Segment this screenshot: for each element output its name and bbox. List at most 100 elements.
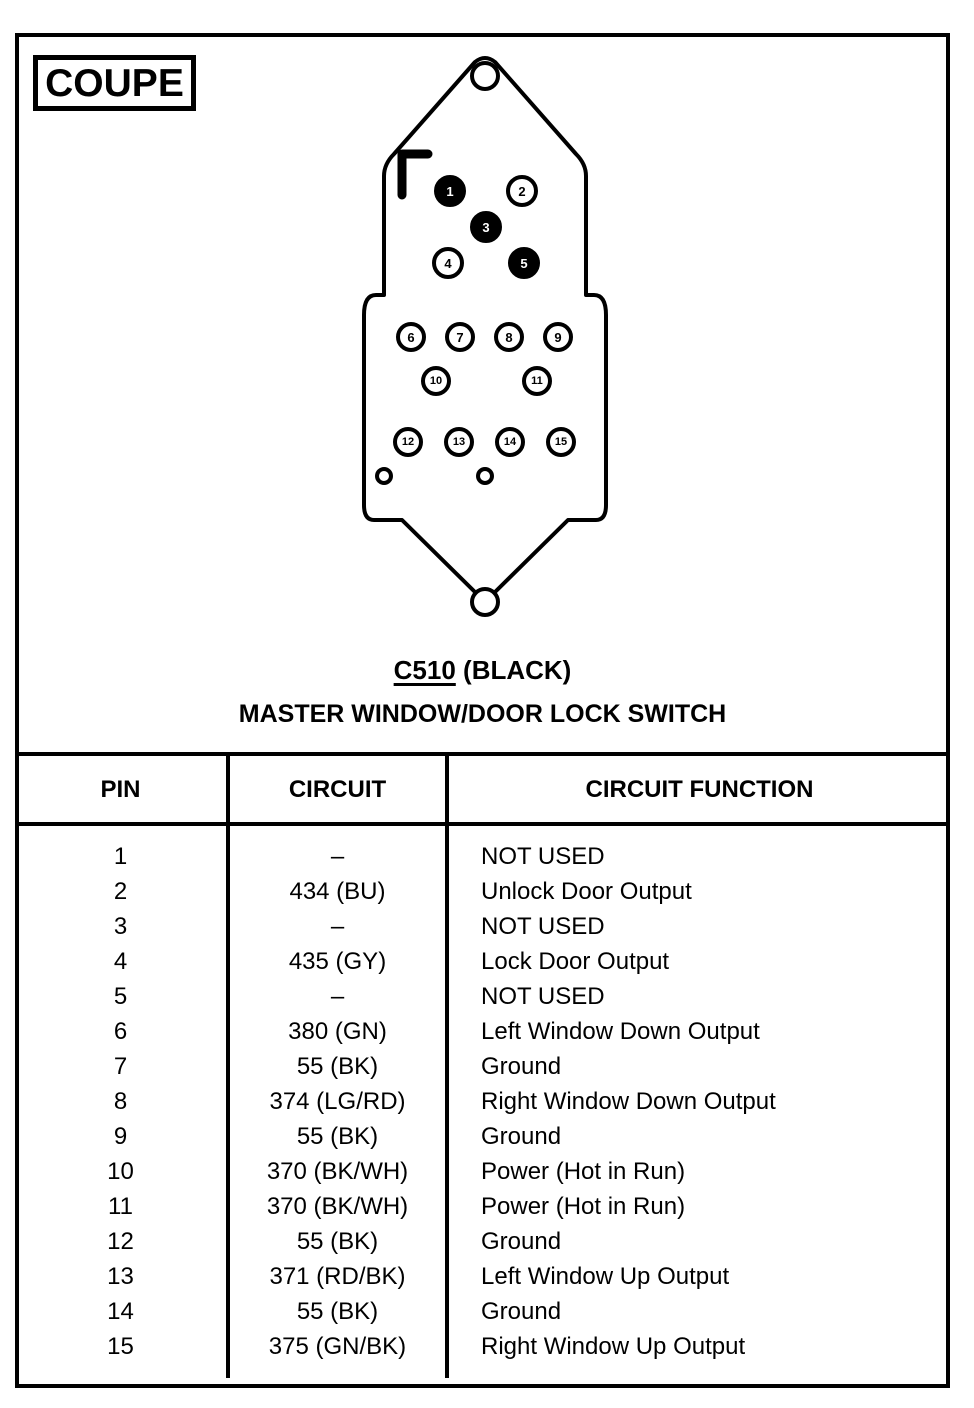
cell-circuit: – (228, 909, 449, 944)
connector-name: MASTER WINDOW/DOOR LOCK SWITCH (238, 700, 727, 728)
pin-number-14: 14 (503, 435, 517, 448)
top-mounting-hole (470, 61, 500, 91)
cell-pin: 14 (15, 1294, 230, 1329)
pin-number-7: 7 (456, 329, 464, 345)
connector-pin-7: 7 (445, 322, 475, 352)
cell-circuit-function: Right Window Down Output (481, 1088, 776, 1115)
connector-outline-svg (362, 56, 608, 617)
table-row: 1– NOT USED (15, 824, 950, 874)
cell-pin: 4 (15, 944, 230, 979)
connector-color: (BLACK) (463, 655, 572, 685)
orientation-key-marker (397, 149, 433, 200)
cell-circuit-function: Ground (481, 1298, 562, 1325)
connector-pin-1: 1 (434, 175, 466, 207)
table-header-row: PIN CIRCUIT CIRCUIT FUNCTION (15, 752, 950, 826)
connector-pin-14: 14 (495, 427, 525, 457)
cell-pin: 9 (15, 1119, 230, 1154)
page-border (15, 33, 950, 1388)
cell-circuit-function: NOT USED (481, 843, 605, 870)
connector-pin-13: 13 (444, 427, 474, 457)
pin-number-15: 15 (554, 435, 568, 448)
cell-pin: 10 (15, 1154, 230, 1189)
pin-number-13: 13 (452, 435, 466, 448)
figure-caption: C510 (BLACK) MASTER WINDOW/DOOR LOCK SWI… (15, 655, 950, 729)
cell-pin: 13 (15, 1259, 230, 1294)
cell-circuit: 371 (RD/BK) (228, 1259, 449, 1294)
cell-circuit: 55 (BK) (228, 1049, 449, 1084)
pinout-table-head: PIN CIRCUIT CIRCUIT FUNCTION (15, 752, 950, 826)
pin-number-11: 11 (531, 374, 543, 387)
pin-number-9: 9 (554, 329, 562, 345)
cell-circuit-function: Left Window Down Output (481, 1018, 760, 1045)
cell-circuit: 434 (BU) (228, 874, 449, 909)
cell-circuit: – (228, 824, 449, 874)
cell-circuit: – (228, 979, 449, 1014)
connector-pin-15: 15 (546, 427, 576, 457)
cell-circuit-function: Ground (481, 1053, 562, 1080)
cell-circuit: 55 (BK) (228, 1224, 449, 1259)
connector-pin-4: 4 (432, 247, 464, 279)
cell-pin: 2 (15, 874, 230, 909)
connector-id-line: C510 (BLACK) (15, 655, 950, 686)
connector-pin-8: 8 (494, 322, 524, 352)
cell-circuit-function: NOT USED (481, 913, 605, 940)
column-header-pin: PIN (15, 752, 230, 826)
cell-circuit: 370 (BK/WH) (228, 1154, 449, 1189)
cell-circuit-function: Power (Hot in Run) (481, 1158, 686, 1185)
pin-number-5: 5 (520, 255, 528, 271)
cell-circuit: 370 (BK/WH) (228, 1189, 449, 1224)
variant-badge-label: COUPE (45, 61, 184, 105)
cell-circuit-function: Unlock Door Output (481, 878, 692, 905)
cell-pin: 12 (15, 1224, 230, 1259)
variant-badge: COUPE (33, 55, 196, 111)
cell-circuit: 380 (GN) (228, 1014, 449, 1049)
cell-pin: 8 (15, 1084, 230, 1119)
cell-circuit-function: Right Window Up Output (481, 1333, 746, 1360)
connector-pin-10: 10 (421, 366, 451, 396)
pin-number-8: 8 (505, 329, 513, 345)
connector-pin-11: 11 (522, 366, 552, 396)
connector-pin-5: 5 (508, 247, 540, 279)
cell-circuit: 375 (GN/BK) (228, 1329, 449, 1378)
pin-number-6: 6 (407, 329, 415, 345)
bottom-mounting-hole (470, 587, 500, 617)
cell-pin: 5 (15, 979, 230, 1014)
connector-id-spacer (456, 655, 463, 685)
table-row: 3–NOT USED (15, 909, 950, 944)
cell-circuit-function: Lock Door Output (481, 948, 670, 975)
connector-pin-12: 12 (393, 427, 423, 457)
pin-number-12: 12 (401, 435, 415, 448)
pin-number-3: 3 (482, 219, 490, 235)
table-row: 5–NOT USED (15, 979, 950, 1014)
cell-pin: 1 (15, 824, 230, 874)
cell-circuit: 55 (BK) (228, 1119, 449, 1154)
cell-circuit: 435 (GY) (228, 944, 449, 979)
cell-circuit: 55 (BK) (228, 1294, 449, 1329)
cell-circuit-function: Power (Hot in Run) (481, 1193, 686, 1220)
pin-number-1: 1 (446, 183, 454, 199)
cell-pin: 15 (15, 1329, 230, 1378)
cell-pin: 6 (15, 1014, 230, 1049)
pin-number-10: 10 (429, 374, 443, 387)
cell-circuit-function: Left Window Up Output (481, 1263, 730, 1290)
column-header-function: CIRCUIT FUNCTION (447, 752, 950, 826)
cell-circuit-function: Ground (481, 1123, 562, 1150)
alignment-hole-left (375, 467, 393, 485)
connector-pin-6: 6 (396, 322, 426, 352)
alignment-hole-right (476, 467, 494, 485)
pin-number-2: 2 (518, 183, 526, 199)
pin-number-4: 4 (444, 255, 452, 271)
cell-circuit: 374 (LG/RD) (228, 1084, 449, 1119)
connector-pin-3: 3 (470, 211, 502, 243)
